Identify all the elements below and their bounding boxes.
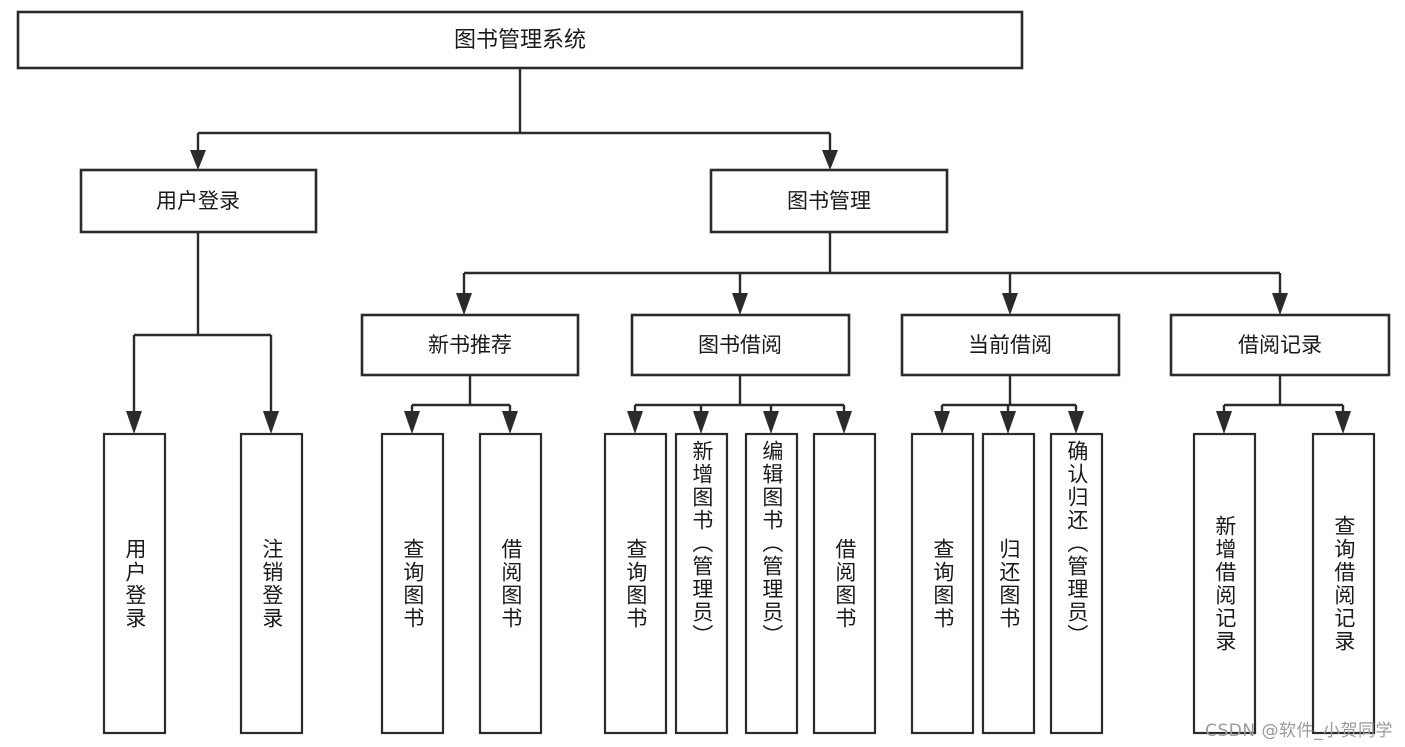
leaf-box-borrow-records-1[interactable] [1311, 432, 1376, 735]
arrow-current-borrow-leaf-0 [934, 411, 950, 434]
arrow-user-login-leaf-0 [126, 411, 142, 434]
leaf-box-user-login-0[interactable] [102, 432, 167, 735]
leaf-box-new-book-1[interactable] [478, 432, 543, 735]
node-borrow-records[interactable]: 借阅记录 [1169, 313, 1391, 377]
node-current-borrow-label: 当前借阅 [968, 333, 1052, 357]
arrow-to-borrow-records [1272, 293, 1288, 315]
arrow-new-book-leaf-0 [404, 411, 420, 434]
node-current-borrow[interactable]: 当前借阅 [900, 313, 1121, 377]
leaf-box-book-borrow-2[interactable] [744, 432, 799, 735]
node-book-borrow-label: 图书借阅 [698, 333, 782, 357]
leaf-box-borrow-records-0[interactable] [1192, 432, 1257, 735]
leaf-box-book-borrow-0[interactable] [603, 432, 668, 735]
arrow-book-borrow-leaf-1 [693, 411, 709, 434]
connector-layer [126, 68, 1351, 434]
arrow-user-login-leaf-1 [263, 411, 279, 434]
node-user-login[interactable]: 用户登录 [79, 168, 318, 234]
node-borrow-records-label: 借阅记录 [1238, 333, 1322, 357]
arrow-to-book-borrow [732, 293, 748, 315]
node-user-login-box[interactable] [79, 168, 318, 234]
node-new-book-recommend-label: 新书推荐 [428, 333, 512, 357]
leaf-box-current-borrow-1[interactable] [981, 432, 1036, 735]
arrow-book-borrow-leaf-2 [763, 411, 779, 434]
node-root[interactable]: 图书管理系统 [16, 10, 1024, 70]
watermark: CSDN @软件_小贺同学 [1205, 721, 1393, 741]
arrow-to-current-borrow [1002, 293, 1018, 315]
arrow-to-new-book [456, 293, 472, 315]
leaf-box-book-borrow-3[interactable] [812, 432, 877, 735]
node-new-book-recommend[interactable]: 新书推荐 [360, 313, 580, 377]
node-book-borrow-box[interactable] [630, 313, 851, 377]
arrow-new-book-leaf-1 [502, 411, 518, 434]
arrow-book-borrow-leaf-3 [836, 411, 852, 434]
arrow-borrow-records-leaf-0 [1216, 411, 1232, 434]
leaf-box-current-borrow-0[interactable] [910, 432, 975, 735]
arrow-to-user-login [190, 150, 206, 170]
node-new-book-recommend-box[interactable] [360, 313, 580, 377]
node-user-login-label: 用户登录 [156, 189, 240, 213]
leaf-box-user-login-1[interactable] [239, 432, 304, 735]
node-root-box[interactable] [16, 10, 1024, 70]
node-book-mgmt[interactable]: 图书管理 [709, 168, 949, 234]
arrow-current-borrow-leaf-2 [1068, 411, 1084, 434]
arrow-book-borrow-leaf-0 [627, 411, 643, 434]
leaf-box-book-borrow-1[interactable] [674, 432, 729, 735]
node-book-mgmt-box[interactable] [709, 168, 949, 234]
node-book-borrow[interactable]: 图书借阅 [630, 313, 851, 377]
node-layer: 图书管理系统 用户登录 图书管理 新书推荐 图书借阅 当前 [16, 10, 1391, 735]
node-current-borrow-box[interactable] [900, 313, 1121, 377]
node-root-label: 图书管理系统 [454, 28, 586, 53]
leaf-box-current-borrow-2[interactable] [1049, 432, 1104, 735]
arrow-current-borrow-leaf-1 [1000, 411, 1016, 434]
node-book-mgmt-label: 图书管理 [787, 189, 871, 213]
leaf-box-new-book-0[interactable] [380, 432, 445, 735]
arrow-borrow-records-leaf-1 [1335, 411, 1351, 434]
node-borrow-records-box[interactable] [1169, 313, 1391, 377]
arrow-to-book-mgmt [822, 150, 838, 170]
